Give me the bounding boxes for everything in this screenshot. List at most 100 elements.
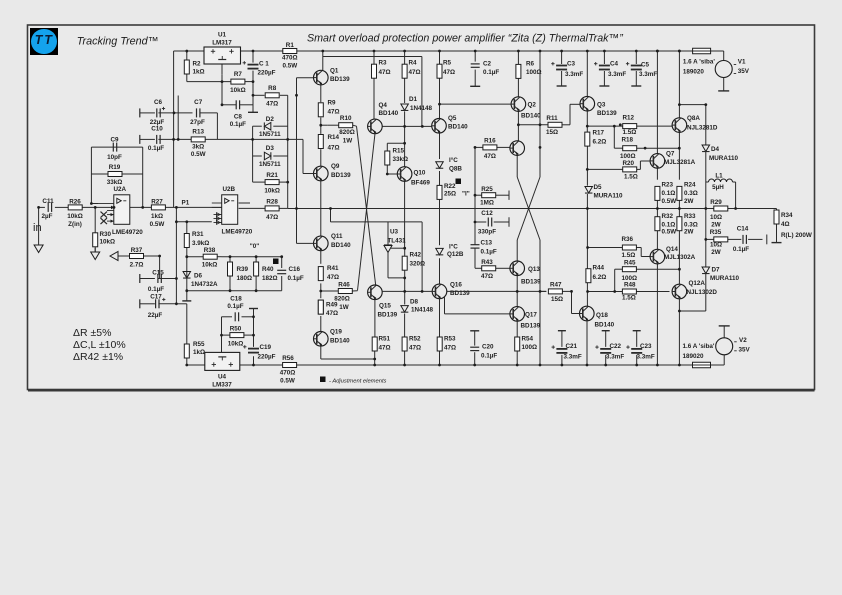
svg-text:Q9: Q9 <box>331 163 340 170</box>
svg-text:R14: R14 <box>328 134 340 141</box>
svg-text:220µF: 220µF <box>258 70 276 77</box>
svg-text:5µH: 5µH <box>712 184 724 191</box>
svg-text:P1: P1 <box>182 200 190 207</box>
svg-text:R35: R35 <box>710 229 722 236</box>
svg-text:182Ω: 182Ω <box>262 275 278 282</box>
svg-text:6.2Ω: 6.2Ω <box>593 139 607 146</box>
svg-text:R49: R49 <box>326 302 338 309</box>
svg-text:33kΩ: 33kΩ <box>107 179 123 186</box>
svg-text:MURA110: MURA110 <box>709 155 739 162</box>
svg-text:2W: 2W <box>684 229 694 236</box>
svg-text:R28: R28 <box>266 199 278 206</box>
svg-text:1N5711: 1N5711 <box>259 131 281 138</box>
svg-text:R52: R52 <box>409 336 421 343</box>
svg-text:100Ω: 100Ω <box>522 344 538 351</box>
svg-text:189020: 189020 <box>683 353 705 360</box>
svg-text:10kΩ: 10kΩ <box>202 262 218 269</box>
svg-text:Tracking Trend™: Tracking Trend™ <box>77 36 159 48</box>
svg-text:R6: R6 <box>526 61 535 68</box>
svg-text:- Adjustment elements: - Adjustment elements <box>329 378 387 384</box>
svg-text:820Ω: 820Ω <box>339 129 355 136</box>
svg-text:C4: C4 <box>610 61 619 68</box>
svg-text:ΔC,L ±10%: ΔC,L ±10% <box>73 339 126 351</box>
svg-text:BD140: BD140 <box>379 110 399 117</box>
svg-text:ΔR42 ±1%: ΔR42 ±1% <box>73 351 123 363</box>
svg-text:BD139: BD139 <box>597 110 617 117</box>
svg-text:C23: C23 <box>640 343 652 350</box>
svg-text:1N4148: 1N4148 <box>411 307 434 314</box>
svg-text:47Ω: 47Ω <box>481 273 493 280</box>
svg-text:0.5W: 0.5W <box>282 63 297 70</box>
svg-text:0.1µF: 0.1µF <box>733 246 749 253</box>
svg-text:3.3mF: 3.3mF <box>565 71 583 78</box>
svg-text:0.5W: 0.5W <box>662 229 677 236</box>
svg-text:3.3mF: 3.3mF <box>637 354 655 361</box>
svg-text:R43: R43 <box>481 259 493 266</box>
svg-text:1W: 1W <box>343 138 353 145</box>
svg-text:Q8B: Q8B <box>449 166 462 173</box>
svg-text:C5: C5 <box>641 62 650 69</box>
svg-text:25Ω: 25Ω <box>444 191 456 198</box>
svg-text:10Ω: 10Ω <box>710 214 722 221</box>
svg-text:NJL1302D: NJL1302D <box>687 289 718 296</box>
svg-text:1.5Ω: 1.5Ω <box>623 129 637 136</box>
svg-text:Q8A: Q8A <box>687 115 700 122</box>
svg-text:LM317: LM317 <box>212 39 232 46</box>
svg-text:R19: R19 <box>109 164 121 171</box>
svg-text:R32: R32 <box>662 213 674 220</box>
svg-text:3.3mF: 3.3mF <box>608 71 626 78</box>
svg-text:R56: R56 <box>282 355 294 362</box>
svg-text:22µF: 22µF <box>150 119 165 126</box>
svg-text:Smart overload protection p: Smart overload protection power amplifie… <box>307 33 623 45</box>
svg-text:U2A: U2A <box>114 186 127 193</box>
svg-text:C22: C22 <box>610 343 622 350</box>
svg-text:R4: R4 <box>409 60 418 67</box>
svg-text:1kΩ: 1kΩ <box>193 349 205 356</box>
svg-text:6.2Ω: 6.2Ω <box>593 274 607 281</box>
svg-text:C20: C20 <box>482 344 494 351</box>
svg-text:0.5W: 0.5W <box>280 378 295 385</box>
svg-text:MJL1302A: MJL1302A <box>664 254 696 261</box>
svg-text:Q12A: Q12A <box>689 280 706 287</box>
svg-text:47Ω: 47Ω <box>443 69 455 76</box>
svg-text:C13: C13 <box>481 240 493 247</box>
svg-text:15Ω: 15Ω <box>546 129 558 136</box>
svg-text:R21: R21 <box>266 172 278 179</box>
svg-text:R18: R18 <box>622 137 634 144</box>
svg-text:R10: R10 <box>340 115 352 122</box>
svg-text:10kΩ: 10kΩ <box>100 239 116 246</box>
svg-text:C19: C19 <box>260 344 272 351</box>
svg-text:0.1µF: 0.1µF <box>148 145 164 152</box>
svg-text:0.1Ω: 0.1Ω <box>662 190 676 197</box>
svg-text:R42: R42 <box>410 252 422 259</box>
svg-text:Q1: Q1 <box>330 68 339 75</box>
svg-text:D8: D8 <box>410 299 419 306</box>
svg-text:R15: R15 <box>393 148 405 155</box>
svg-text:C8: C8 <box>234 114 243 121</box>
svg-text:C7: C7 <box>194 99 203 106</box>
svg-text:Q12B: Q12B <box>447 251 464 258</box>
svg-text:R11: R11 <box>546 115 558 122</box>
svg-text:1MΩ: 1MΩ <box>480 200 494 207</box>
svg-text:Q18: Q18 <box>596 312 608 319</box>
svg-text:2W: 2W <box>684 198 694 205</box>
svg-text:189020: 189020 <box>683 69 705 76</box>
svg-text:R31: R31 <box>192 231 204 238</box>
svg-text:100Ω: 100Ω <box>526 69 542 76</box>
svg-text:U1: U1 <box>218 32 227 39</box>
svg-text:47Ω: 47Ω <box>327 274 339 281</box>
svg-text:BD139: BD139 <box>330 76 350 83</box>
svg-text:C14: C14 <box>737 226 749 233</box>
svg-text:47Ω: 47Ω <box>266 101 278 108</box>
svg-text:47Ω: 47Ω <box>328 109 340 116</box>
svg-text:10kΩ: 10kΩ <box>264 188 280 195</box>
svg-text:R24: R24 <box>684 182 696 189</box>
svg-text:320Ω: 320Ω <box>410 261 426 268</box>
svg-text:R54: R54 <box>522 336 534 343</box>
svg-text:R53: R53 <box>444 336 456 343</box>
svg-text:R46: R46 <box>338 282 350 289</box>
svg-text:"I": "I" <box>462 191 470 198</box>
svg-text:R9: R9 <box>328 100 337 107</box>
svg-text:470Ω: 470Ω <box>280 370 296 377</box>
svg-text:R7: R7 <box>234 71 243 78</box>
